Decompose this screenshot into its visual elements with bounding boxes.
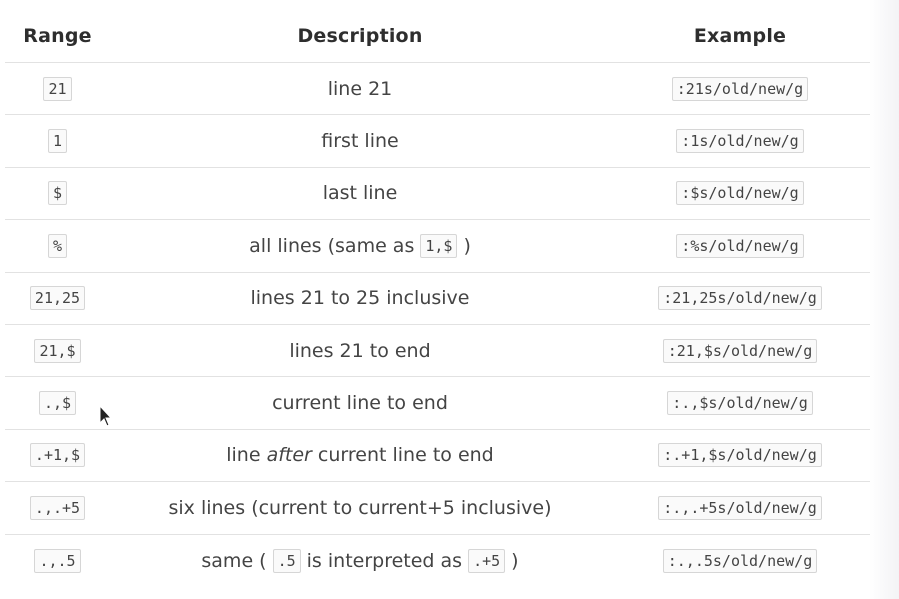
header-example: Example bbox=[693, 25, 787, 47]
example-code: :.+1,$s/old/new/g bbox=[658, 443, 822, 468]
table-row: .,$ current line to end :.,$s/old/new/g bbox=[5, 377, 870, 430]
example-code: :.,.5s/old/new/g bbox=[662, 548, 818, 573]
table-row: 1 first line :1s/old/new/g bbox=[5, 115, 870, 168]
example-code: :.,$s/old/new/g bbox=[667, 391, 813, 416]
range-code: .+1,$ bbox=[29, 443, 86, 468]
mouse-pointer-icon bbox=[99, 405, 113, 427]
table-row: .,.5 same ( .5 is interpreted as .+5 ) :… bbox=[5, 535, 870, 587]
description-part: is interpreted as bbox=[306, 549, 463, 572]
example-code: :21s/old/new/g bbox=[671, 76, 809, 101]
range-code: 1 bbox=[47, 129, 68, 154]
header-description: Description bbox=[297, 25, 423, 47]
table-header-row: Range Description Example bbox=[5, 10, 870, 63]
range-code: 21,$ bbox=[34, 338, 81, 363]
range-code: 21 bbox=[43, 76, 72, 101]
table-row: .+1,$ line after current line to end :.+… bbox=[5, 430, 870, 483]
example-code: :21,25s/old/new/g bbox=[658, 286, 822, 311]
description-part: same ( bbox=[201, 549, 267, 572]
table-row: 21,$ lines 21 to end :21,$s/old/new/g bbox=[5, 325, 870, 378]
range-table: Range Description Example 21 line 21 :21… bbox=[5, 10, 870, 587]
inline-code: .5 bbox=[272, 548, 301, 573]
example-code: :21,$s/old/new/g bbox=[662, 338, 818, 363]
description-part: ) bbox=[511, 549, 519, 572]
description-emphasis: after bbox=[266, 444, 312, 467]
description-part: all lines (same as bbox=[249, 234, 415, 257]
description-text: line after current line to end bbox=[226, 444, 494, 466]
range-code: .,$ bbox=[38, 391, 77, 416]
description-part: ) bbox=[463, 234, 471, 257]
table-row: 21 line 21 :21s/old/new/g bbox=[5, 63, 870, 116]
example-code: :1s/old/new/g bbox=[676, 129, 804, 154]
table-row: $ last line :$s/old/new/g bbox=[5, 168, 870, 221]
table-row: 21,25 lines 21 to 25 inclusive :21,25s/o… bbox=[5, 273, 870, 325]
description-text: lines 21 to 25 inclusive bbox=[250, 287, 470, 310]
description-text: line 21 bbox=[327, 77, 393, 100]
inline-code: .+5 bbox=[468, 548, 506, 573]
table-row: % all lines (same as 1,$ ) :%s/old/new/g bbox=[5, 220, 870, 273]
range-code: 21,25 bbox=[29, 286, 86, 311]
table-row: .,.+5 six lines (current to current+5 in… bbox=[5, 482, 870, 535]
example-code: :$s/old/new/g bbox=[676, 181, 804, 206]
header-range: Range bbox=[23, 25, 92, 47]
description-text: lines 21 to end bbox=[289, 339, 431, 362]
description-part: line bbox=[226, 444, 261, 467]
example-code: :.,.+5s/old/new/g bbox=[658, 495, 822, 520]
description-text: all lines (same as 1,$ ) bbox=[249, 233, 471, 258]
description-text: last line bbox=[322, 182, 398, 205]
description-part: current line to end bbox=[317, 444, 494, 467]
range-code: .,.5 bbox=[34, 548, 81, 573]
description-text: current line to end bbox=[272, 392, 448, 415]
example-code: :%s/old/new/g bbox=[676, 233, 804, 258]
description-text: first line bbox=[321, 130, 399, 153]
page-edge-shade bbox=[869, 0, 899, 599]
range-code: % bbox=[47, 233, 68, 258]
inline-code: 1,$ bbox=[420, 233, 458, 258]
description-text: same ( .5 is interpreted as .+5 ) bbox=[201, 548, 519, 573]
range-code: .,.+5 bbox=[29, 495, 86, 520]
description-text: six lines (current to current+5 inclusiv… bbox=[168, 496, 552, 519]
range-code: $ bbox=[47, 181, 68, 206]
